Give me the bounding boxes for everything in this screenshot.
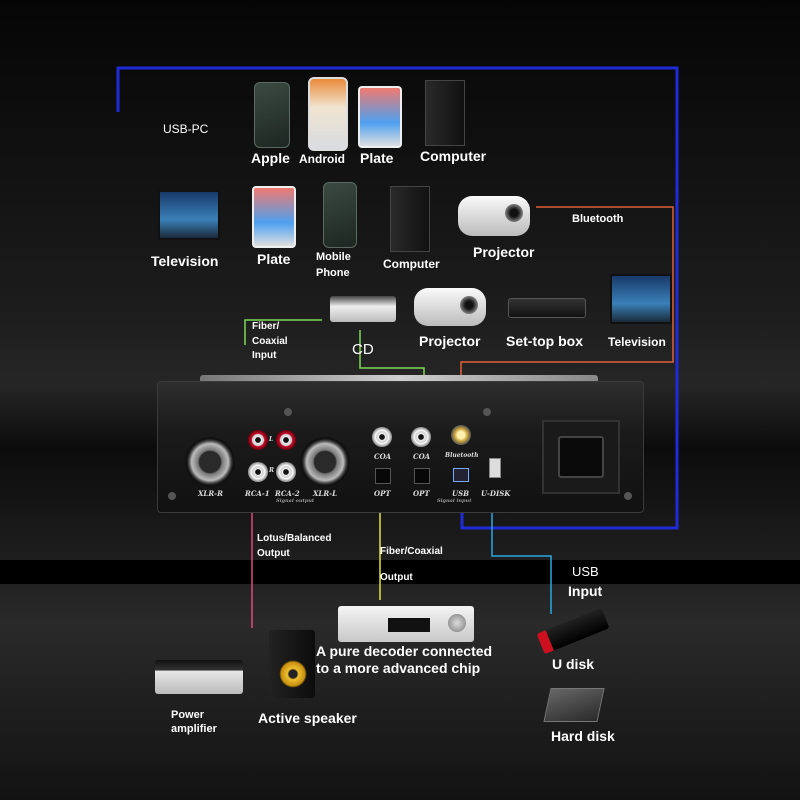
usb-input-line bbox=[491, 500, 552, 614]
set-top-box-label: Set-top box bbox=[506, 333, 583, 349]
plate-label-1: Plate bbox=[360, 150, 394, 166]
hard-disk-icon bbox=[543, 688, 605, 722]
screw-icon bbox=[483, 408, 491, 416]
usb-pc-label: USB-PC bbox=[163, 122, 209, 136]
power-inlet bbox=[542, 420, 620, 494]
television-label-1: Television bbox=[151, 253, 219, 269]
coa-input-label: COA bbox=[413, 452, 431, 461]
television-icon bbox=[158, 190, 220, 240]
coaxial-output-connector bbox=[372, 427, 392, 447]
xlr-r-connector bbox=[185, 437, 235, 487]
rca-1-label: RCA-1 bbox=[245, 489, 270, 498]
speaker-woofer-icon bbox=[279, 660, 307, 688]
plate-label-2: Plate bbox=[257, 251, 291, 267]
optical-input-port bbox=[414, 468, 430, 484]
computer-tower-icon bbox=[425, 80, 465, 146]
apple-phone-icon bbox=[254, 82, 290, 148]
bluetooth-panel-label: Bluetooth bbox=[445, 452, 479, 459]
computer-tower-icon-2 bbox=[390, 186, 430, 252]
usb-b-port bbox=[453, 468, 469, 482]
coaxial-input-connector bbox=[411, 427, 431, 447]
rca-white-connector bbox=[276, 462, 296, 482]
rca-l-mark: L bbox=[269, 436, 274, 443]
android-label: Android bbox=[299, 152, 345, 166]
fiber-input-line bbox=[244, 319, 322, 345]
tablet-icon-2 bbox=[252, 186, 296, 248]
projector-label-1: Projector bbox=[473, 244, 535, 260]
opt-output-label: OPT bbox=[374, 489, 391, 498]
usb-pc-line bbox=[116, 66, 679, 530]
xlr-l-connector bbox=[300, 437, 350, 487]
screw-icon bbox=[284, 408, 292, 416]
signal-input-label: Signal input bbox=[437, 498, 472, 504]
power-amplifier-icon bbox=[155, 660, 243, 694]
computer-label-2: Computer bbox=[383, 257, 440, 271]
fiber-coaxial-input-label: Fiber/ Coaxial Input bbox=[252, 321, 288, 361]
rca-2-label: RCA-2 bbox=[275, 489, 300, 498]
signal-output-label: Signal output bbox=[276, 498, 315, 504]
bluetooth-source-label: Bluetooth bbox=[572, 213, 624, 225]
screw-icon bbox=[168, 492, 176, 500]
rca-red-connector bbox=[248, 430, 268, 450]
television-label-2: Television bbox=[608, 335, 666, 349]
screw-icon bbox=[624, 492, 632, 500]
rca-r-mark: R bbox=[269, 467, 274, 474]
fiber-coaxial-output-label: Fiber/Coaxial Output bbox=[380, 546, 443, 583]
projector-lens-icon bbox=[505, 204, 523, 222]
power-socket-icon bbox=[558, 436, 604, 478]
input-label: Input bbox=[568, 583, 603, 599]
lotus-balanced-output-label: Lotus/Balanced Output bbox=[257, 533, 332, 559]
mobile-phone-icon bbox=[323, 182, 357, 248]
xlr-l-label: XLR-L bbox=[313, 489, 337, 498]
android-phone-icon bbox=[308, 77, 348, 151]
usb-panel-label: USB bbox=[452, 489, 470, 498]
cd-player-icon bbox=[330, 296, 396, 322]
projector-lens-icon-2 bbox=[460, 296, 478, 314]
usb-a-port bbox=[489, 458, 501, 478]
computer-label-1: Computer bbox=[420, 148, 487, 164]
xlr-r-label: XLR-R bbox=[198, 489, 223, 498]
decoder-display-icon bbox=[388, 618, 430, 632]
coa-output-label: COA bbox=[374, 452, 392, 461]
device-top-lid bbox=[200, 375, 598, 385]
cd-label: CD bbox=[352, 341, 374, 358]
u-disk-panel-label: U-DISK bbox=[481, 489, 511, 498]
television-icon-2 bbox=[610, 274, 672, 324]
mobile-phone-label: Mobile Phone bbox=[316, 251, 351, 279]
hard-disk-label: Hard disk bbox=[551, 728, 615, 744]
bluetooth-antenna-icon bbox=[451, 425, 471, 445]
projector-label-2: Projector bbox=[419, 333, 481, 349]
usb-output-label: USB bbox=[572, 564, 599, 579]
decoder-knob-icon bbox=[448, 614, 466, 632]
active-speaker-label: Active speaker bbox=[258, 710, 357, 726]
set-top-box-icon bbox=[508, 298, 586, 318]
rca-white-connector bbox=[248, 462, 268, 482]
decoder-label: A pure decoder connected to a more advan… bbox=[316, 643, 493, 676]
power-amplifier-label: Power amplifier bbox=[171, 709, 217, 736]
opt-input-label: OPT bbox=[413, 489, 430, 498]
apple-label: Apple bbox=[251, 150, 290, 166]
rca-red-connector bbox=[276, 430, 296, 450]
optical-output-port bbox=[375, 468, 391, 484]
u-disk-label: U disk bbox=[552, 656, 595, 672]
tablet-icon bbox=[358, 86, 402, 148]
shelf-stripe bbox=[0, 560, 800, 584]
